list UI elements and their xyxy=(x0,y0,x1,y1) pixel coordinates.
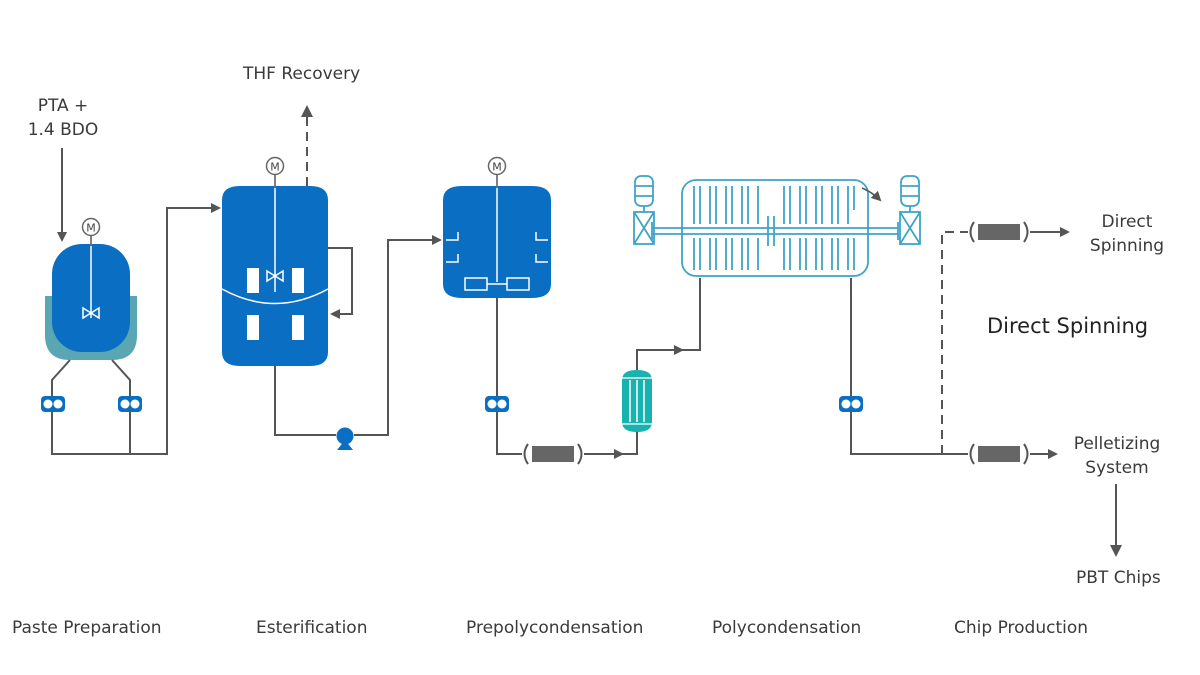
gear-pump-icon xyxy=(118,396,142,412)
feed-label: PTA + 1.4 BDO xyxy=(18,94,108,142)
direct-line2: Spinning xyxy=(1089,236,1165,256)
motor-icon: M xyxy=(487,156,507,176)
filter-icon xyxy=(523,443,583,465)
stage-paste-preparation: Paste Preparation xyxy=(12,618,162,638)
thf-recovery-label: THF Recovery xyxy=(243,64,361,84)
stage-chip-production: Chip Production xyxy=(954,618,1089,638)
pellet-line1: Pelletizing xyxy=(1073,434,1161,454)
pellet-line2: System xyxy=(1085,458,1149,478)
direct-spinning-output-label: Direct Spinning xyxy=(1076,210,1178,258)
gear-pump-icon xyxy=(485,396,509,412)
stage-prepolycondensation: Prepolycondensation xyxy=(466,618,644,638)
pelletizing-label: Pelletizing System xyxy=(1062,432,1172,480)
feed-label-line2: 1.4 BDO xyxy=(27,120,99,140)
direct-line1: Direct xyxy=(1101,212,1153,232)
stage-esterification: Esterification xyxy=(256,618,368,638)
agitator-icon xyxy=(82,306,100,320)
gear-pump-icon xyxy=(41,396,65,412)
filter-icon xyxy=(969,443,1029,465)
centrifugal-pump-icon xyxy=(336,427,354,450)
motor-letter: M xyxy=(492,161,502,174)
motor-icon: M xyxy=(265,156,285,176)
feed-label-line1: PTA + xyxy=(37,96,89,116)
prepolycondensation-vessel xyxy=(443,178,551,298)
motor-icon: M xyxy=(81,217,101,237)
esterification-vessel xyxy=(221,178,329,366)
paste-vessel xyxy=(45,236,137,360)
agitator-icon xyxy=(266,269,284,283)
stage-polycondensation: Polycondensation xyxy=(712,618,862,638)
polycondensation-reactor xyxy=(633,175,921,277)
heat-exchanger-icon xyxy=(622,370,652,432)
pbt-chips-label: PBT Chips xyxy=(1076,568,1161,588)
gear-pump-icon xyxy=(839,396,863,412)
motor-letter: M xyxy=(86,222,96,235)
filter-icon xyxy=(969,221,1029,243)
direct-spinning-title: Direct Spinning xyxy=(987,314,1149,338)
motor-letter: M xyxy=(270,161,280,174)
